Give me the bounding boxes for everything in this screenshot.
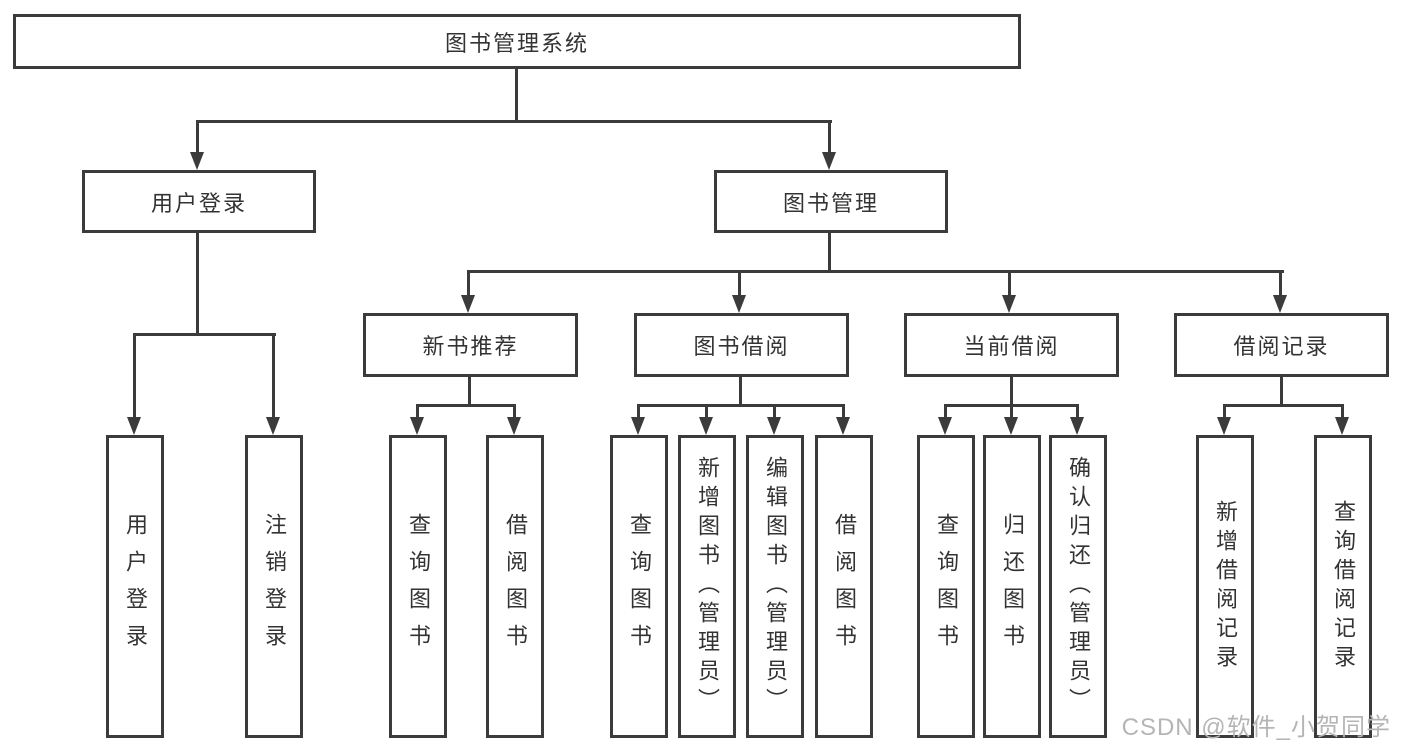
node-label: 查询借阅记录 bbox=[1331, 499, 1356, 674]
leaf-add-book-admin: 新增图书（管理员） bbox=[678, 435, 736, 738]
node-label: 新增借阅记录 bbox=[1213, 499, 1238, 674]
connector-line bbox=[1280, 376, 1283, 407]
connector-line bbox=[1279, 270, 1282, 298]
leaf-borrow-book-1: 借阅图书 bbox=[486, 435, 544, 738]
node-label: 查询图书 bbox=[627, 512, 652, 661]
connector-line bbox=[705, 404, 708, 420]
leaf-query-borrow-record: 查询借阅记录 bbox=[1314, 435, 1372, 738]
connector-line bbox=[828, 120, 831, 154]
connector-line bbox=[467, 270, 470, 298]
node-label: 新书推荐 bbox=[422, 334, 519, 359]
node-label: 用户登录 bbox=[123, 512, 148, 661]
connector-line bbox=[944, 404, 947, 420]
arrow-down-icon bbox=[1273, 295, 1287, 313]
node-label: 借阅图书 bbox=[832, 512, 857, 661]
connector-line bbox=[272, 333, 275, 418]
node-label: 归还图书 bbox=[1000, 512, 1025, 661]
arrow-down-icon bbox=[631, 417, 645, 435]
connector-line bbox=[1223, 404, 1226, 420]
arrow-down-icon bbox=[1004, 417, 1018, 435]
node-book-management: 图书管理 bbox=[714, 170, 948, 233]
connector-line bbox=[1076, 404, 1079, 420]
arrow-down-icon bbox=[938, 417, 952, 435]
node-library-management-system: 图书管理系统 bbox=[13, 14, 1021, 69]
node-label: 图书借阅 bbox=[693, 334, 790, 359]
arrow-down-icon bbox=[1217, 417, 1231, 435]
leaf-borrow-book-2: 借阅图书 bbox=[815, 435, 873, 738]
node-label: 确认归还（管理员） bbox=[1066, 456, 1091, 717]
connector-line bbox=[416, 404, 516, 407]
arrow-down-icon bbox=[507, 417, 521, 435]
connector-line bbox=[1341, 404, 1344, 420]
leaf-add-borrow-record: 新增借阅记录 bbox=[1196, 435, 1254, 738]
connector-line bbox=[828, 232, 831, 273]
leaf-return-book: 归还图书 bbox=[983, 435, 1041, 738]
leaf-edit-book-admin: 编辑图书（管理员） bbox=[746, 435, 804, 738]
connector-line bbox=[637, 404, 845, 407]
connector-line bbox=[842, 404, 845, 420]
connector-line bbox=[773, 404, 776, 420]
node-label: 查询图书 bbox=[406, 512, 431, 661]
node-label: 借阅记录 bbox=[1233, 334, 1330, 359]
arrow-down-icon bbox=[836, 417, 850, 435]
node-label: 图书管理系统 bbox=[444, 30, 589, 56]
connector-line bbox=[468, 376, 471, 407]
node-label: 注销登录 bbox=[262, 512, 287, 661]
connector-line bbox=[196, 232, 199, 336]
node-user-login: 用户登录 bbox=[82, 170, 316, 233]
arrow-down-icon bbox=[410, 417, 424, 435]
arrow-down-icon bbox=[767, 417, 781, 435]
leaf-query-book-1: 查询图书 bbox=[389, 435, 447, 738]
arrow-down-icon bbox=[699, 417, 713, 435]
node-label: 借阅图书 bbox=[503, 512, 528, 661]
connector-line bbox=[196, 120, 199, 154]
node-label: 用户登录 bbox=[150, 190, 247, 216]
node-label: 图书管理 bbox=[782, 190, 879, 216]
connector-line bbox=[515, 68, 518, 123]
arrow-down-icon bbox=[822, 152, 836, 170]
connector-line bbox=[738, 270, 741, 298]
connector-line bbox=[637, 404, 640, 420]
connector-line bbox=[1010, 376, 1013, 407]
arrow-down-icon bbox=[1335, 417, 1349, 435]
connector-line bbox=[133, 333, 276, 336]
arrow-down-icon bbox=[1002, 295, 1016, 313]
arrow-down-icon bbox=[732, 295, 746, 313]
arrow-down-icon bbox=[461, 295, 475, 313]
connector-line bbox=[739, 376, 742, 407]
connector-line bbox=[513, 404, 516, 420]
connector-line bbox=[133, 333, 136, 418]
node-current-borrow: 当前借阅 bbox=[904, 313, 1119, 377]
arrow-down-icon bbox=[266, 417, 280, 435]
node-label: 查询图书 bbox=[934, 512, 959, 661]
connector-line bbox=[1223, 404, 1343, 407]
node-borrow-records: 借阅记录 bbox=[1174, 313, 1389, 377]
arrow-down-icon bbox=[127, 417, 141, 435]
arrow-down-icon bbox=[1070, 417, 1084, 435]
node-label: 新增图书（管理员） bbox=[695, 456, 720, 717]
connector-line bbox=[196, 120, 832, 123]
connector-line bbox=[1010, 404, 1013, 420]
node-label: 编辑图书（管理员） bbox=[763, 456, 788, 717]
leaf-query-book-2: 查询图书 bbox=[610, 435, 668, 738]
node-book-borrow: 图书借阅 bbox=[634, 313, 849, 377]
leaf-query-book-3: 查询图书 bbox=[917, 435, 975, 738]
connector-line bbox=[416, 404, 419, 420]
connector-line bbox=[467, 270, 1284, 273]
csdn-watermark: CSDN @软件_小贺同学 bbox=[1121, 714, 1391, 741]
leaf-confirm-return-admin: 确认归还（管理员） bbox=[1049, 435, 1107, 738]
connector-line bbox=[1008, 270, 1011, 298]
arrow-down-icon bbox=[190, 152, 204, 170]
node-new-book-recommend: 新书推荐 bbox=[363, 313, 578, 377]
node-label: 当前借阅 bbox=[963, 334, 1060, 359]
leaf-logout: 注销登录 bbox=[245, 435, 303, 738]
leaf-user-login: 用户登录 bbox=[106, 435, 164, 738]
